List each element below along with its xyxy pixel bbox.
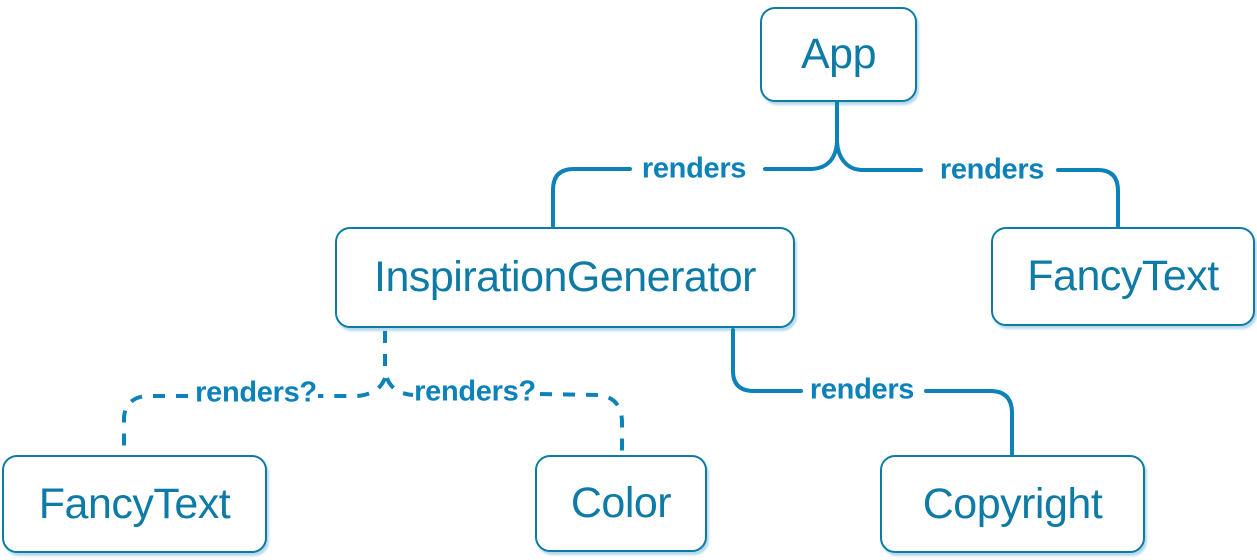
edge-label-renders-question-mid: renders? (414, 375, 536, 408)
edge-label-renders-copyright: renders (809, 373, 915, 406)
node-fancy-text-bottom: FancyText (2, 455, 267, 553)
node-app-label: App (800, 30, 877, 78)
node-fancy-text-bottom-label: FancyText (38, 479, 231, 528)
node-fancy-text-top-label: FancyText (1027, 252, 1219, 300)
node-app: App (760, 7, 917, 102)
edge-label-renders-question-left: renders? (195, 376, 317, 409)
node-copyright-label: Copyright (922, 479, 1103, 528)
node-color: Color (535, 455, 707, 552)
edge-label-renders-app-left: renders (641, 152, 747, 185)
node-inspiration-generator-label: InspirationGenerator (374, 253, 757, 301)
edge-label-renders-app-right: renders (939, 153, 1045, 186)
node-fancy-text-top: FancyText (991, 227, 1255, 326)
node-copyright: Copyright (880, 455, 1145, 553)
node-inspiration-generator: InspirationGenerator (335, 227, 795, 328)
node-color-label: Color (570, 479, 672, 527)
